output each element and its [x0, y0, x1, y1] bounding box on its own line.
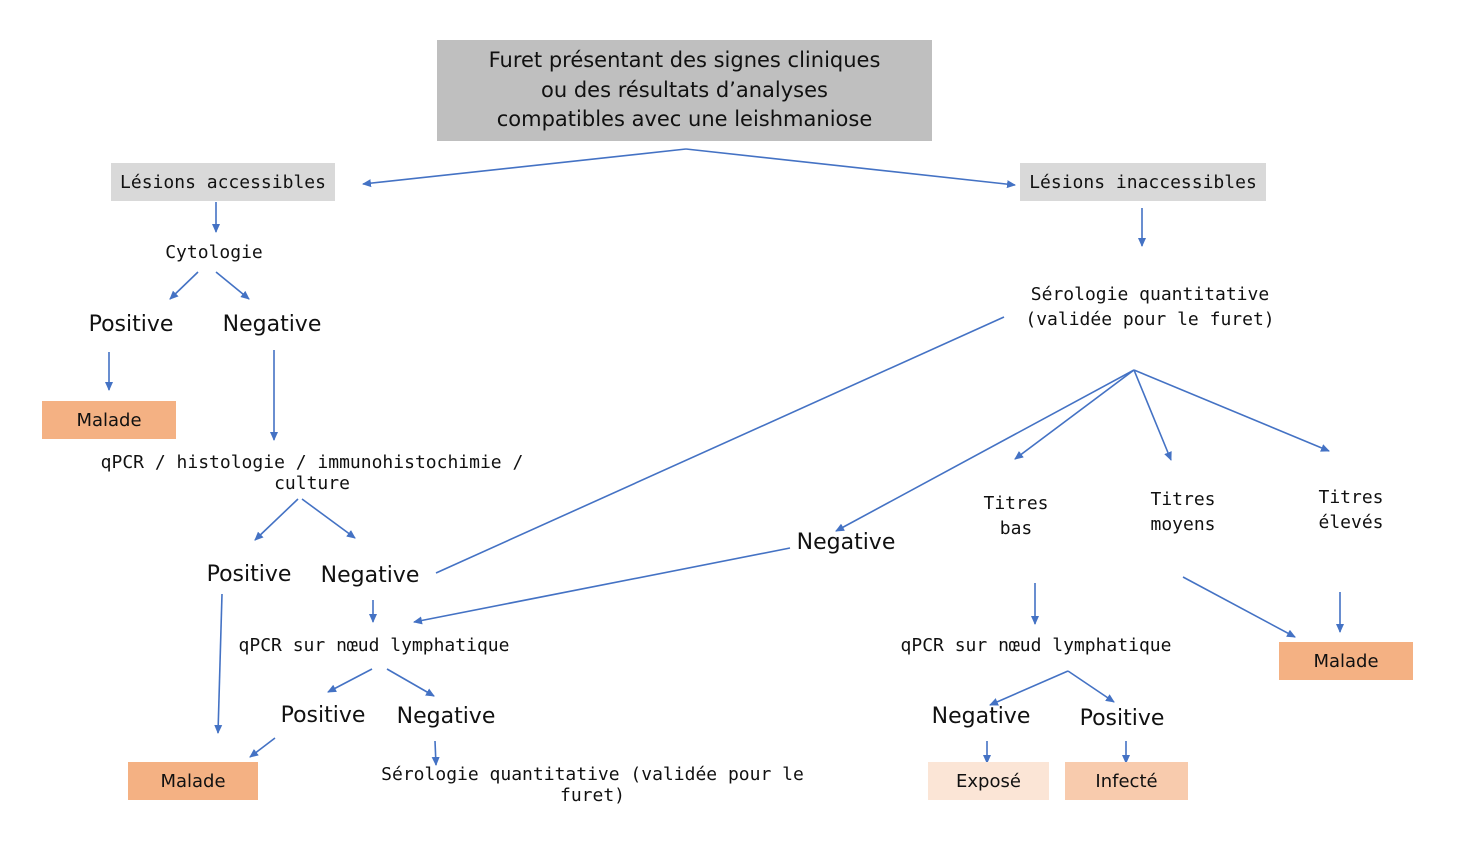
arrow-serologie-to-titres-bas [1014, 369, 1135, 460]
arrow-qpcr-positive-to-malade [249, 737, 276, 758]
cytologie-negative-label: Negative [222, 311, 322, 337]
malade-box-2: Malade [128, 762, 258, 800]
arrow-root-to-lesions-accessibles [362, 148, 687, 188]
arrow-sero-negative-to-qpcr [413, 547, 791, 625]
arrow-tests-to-positive [254, 498, 299, 541]
arrow-qpcr-to-negative [386, 668, 435, 697]
malade-box-right: Malade [1279, 642, 1413, 680]
titres-eleves-label: Titres élevés [1318, 486, 1384, 533]
qpcr-negative-left-label: Negative [396, 703, 496, 729]
arrow-serologie-to-titres-moyens [1133, 369, 1172, 461]
arrow-qpcr-to-negative-right [989, 670, 1069, 706]
arrow-tests-positive-to-malade [214, 593, 223, 734]
qpcr-node-left-label: qPCR sur nœud lymphatique [238, 634, 510, 656]
tests-negative-label: Negative [320, 562, 420, 588]
arrow-root-to-lesions-inaccessibles [685, 148, 1016, 189]
arrow-qpcr-to-positive-right [1067, 670, 1115, 703]
arrow-titres-moyens-to-malade [1182, 576, 1296, 638]
qpcr-node-right-label: qPCR sur nœud lymphatique [900, 634, 1172, 656]
qpcr-positive-left-label: Positive [280, 702, 366, 728]
arrow-cytologie-to-negative [215, 271, 250, 300]
root-box: Furet présentant des signes cliniques ou… [437, 40, 932, 141]
infecte-box: Infecté [1065, 762, 1188, 800]
cytologie-positive-label: Positive [88, 311, 174, 337]
lesions-accessibles-box: Lésions accessibles [111, 163, 335, 201]
expose-box: Exposé [928, 762, 1049, 800]
serologie-negative-label: Negative [796, 529, 896, 555]
tests-label: qPCR / histologie / immunohistochimie / … [100, 452, 524, 494]
arrow-tests-to-negative [301, 498, 356, 539]
qpcr-negative-right-label: Negative [931, 703, 1031, 729]
lesions-inaccessibles-box: Lésions inaccessibles [1020, 163, 1266, 201]
arrow-qpcr-to-positive [327, 668, 373, 693]
cytologie-label: Cytologie [165, 241, 263, 263]
serologie-label: Sérologie quantitative (validée pour le … [1025, 283, 1275, 330]
arrow-qpcr-negative-to-serologie [431, 740, 440, 766]
arrow-serologie-to-negative [835, 369, 1135, 532]
titres-moyens-label: Titres moyens [1150, 488, 1216, 535]
arrow-cytologie-to-positive [169, 271, 199, 300]
connector-tests-negative-to-serologie [435, 316, 1005, 574]
tests-positive-label: Positive [206, 561, 292, 587]
qpcr-positive-right-label: Positive [1079, 705, 1165, 731]
serologie-bottom-label: Sérologie quantitative (validée pour le … [381, 764, 804, 806]
titres-bas-label: Titres bas [983, 492, 1049, 539]
arrow-serologie-to-titres-eleves [1133, 369, 1330, 452]
malade-box-1: Malade [42, 401, 176, 439]
